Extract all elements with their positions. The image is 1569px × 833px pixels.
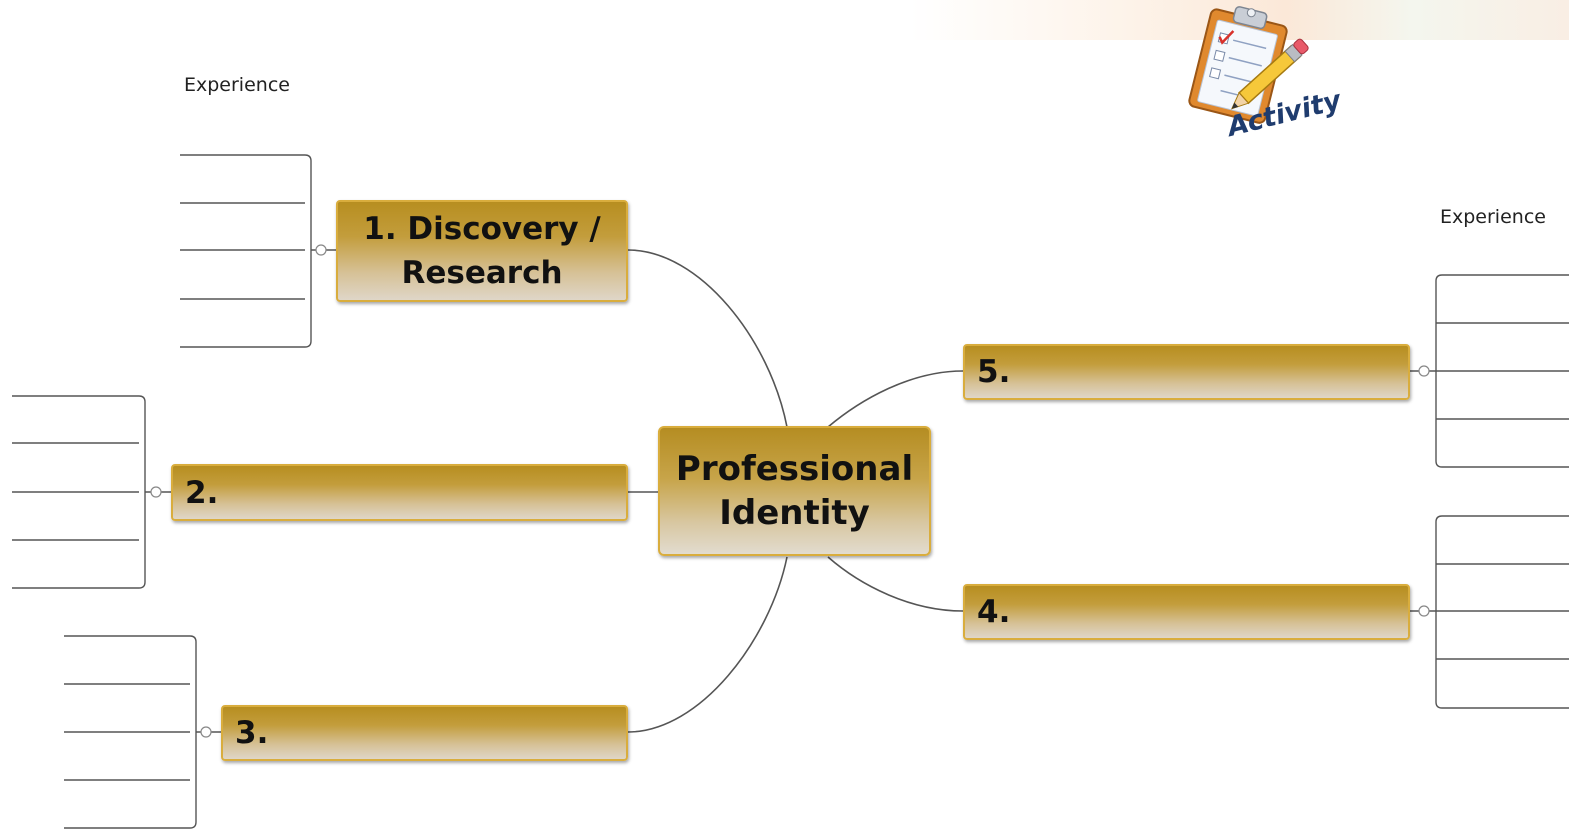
connector-center-to-branch-3 [627, 556, 788, 733]
branch-node-2[interactable]: 2. [171, 464, 628, 521]
experience-lines-branch-2 [12, 395, 171, 589]
top-decorative-band [0, 0, 1569, 40]
center-node-label: Professional Identity [675, 449, 914, 533]
branch-node-5[interactable]: 5. [963, 344, 1410, 400]
experience-label-left: Experience [184, 74, 290, 96]
branch-node-3-label: 3. [235, 715, 269, 751]
branch-node-1-label: 1. Discovery / Research [363, 211, 601, 291]
center-node[interactable]: Professional Identity [658, 426, 931, 556]
experience-lines-branch-4 [1410, 515, 1569, 709]
branch-node-5-label: 5. [977, 354, 1011, 390]
connector-center-to-branch-4 [827, 556, 964, 612]
branch-node-1[interactable]: 1. Discovery / Research [336, 200, 628, 302]
connector-center-to-branch-5 [827, 370, 964, 428]
connector-center-to-branch-1 [627, 249, 788, 428]
clipboard-pencil-icon [1188, 6, 1309, 124]
branch-node-3[interactable]: 3. [221, 705, 628, 761]
experience-lines-branch-3 [64, 635, 221, 829]
experience-lines-branch-5 [1410, 274, 1569, 468]
experience-label-right: Experience [1440, 206, 1546, 228]
experience-lines-branch-1 [180, 154, 336, 348]
branch-node-2-label: 2. [185, 474, 219, 511]
branch-node-4-label: 4. [977, 594, 1011, 630]
branch-node-4[interactable]: 4. [963, 584, 1410, 640]
